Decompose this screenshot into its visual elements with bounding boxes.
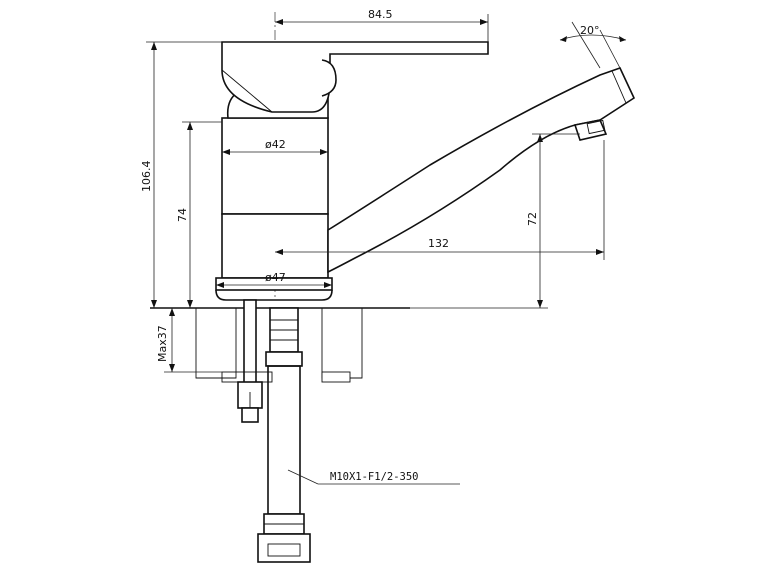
dimension-total-height: 106.4 [140, 41, 222, 308]
dim-label-84-5: 84.5 [368, 8, 393, 21]
hose-spec-label: M10X1-F1/2-350 [330, 471, 419, 483]
dim-label-d42: ø42 [265, 138, 286, 151]
dim-label-max37: Max37 [156, 325, 169, 362]
hose-callout: M10X1-F1/2-350 [287, 469, 460, 485]
lever-handle [221, 41, 489, 113]
dimension-body-height: 74 [176, 121, 222, 308]
dimension-body-diameter: ø42 [222, 138, 328, 155]
dim-label-74: 74 [176, 208, 189, 222]
dimension-spout-reach-top: 84.5 [275, 8, 489, 42]
dimension-spout-height: 72 [410, 133, 580, 309]
flexible-hose [257, 307, 351, 563]
dim-label-20-deg: 20° [580, 24, 600, 37]
dim-label-106-4: 106.4 [140, 161, 153, 193]
dim-label-132: 132 [428, 237, 449, 250]
mounting-stud [221, 299, 273, 423]
dimension-spout-reach: 132 [275, 140, 605, 260]
dimension-base-diameter: ø47 [216, 271, 332, 288]
dim-label-d47: ø47 [265, 271, 286, 284]
dim-label-72: 72 [526, 212, 539, 226]
dimension-max-mounting: Max37 [156, 308, 222, 373]
dimension-angle: 20° [559, 21, 627, 69]
spout [327, 67, 636, 274]
faucet-body [215, 91, 333, 301]
